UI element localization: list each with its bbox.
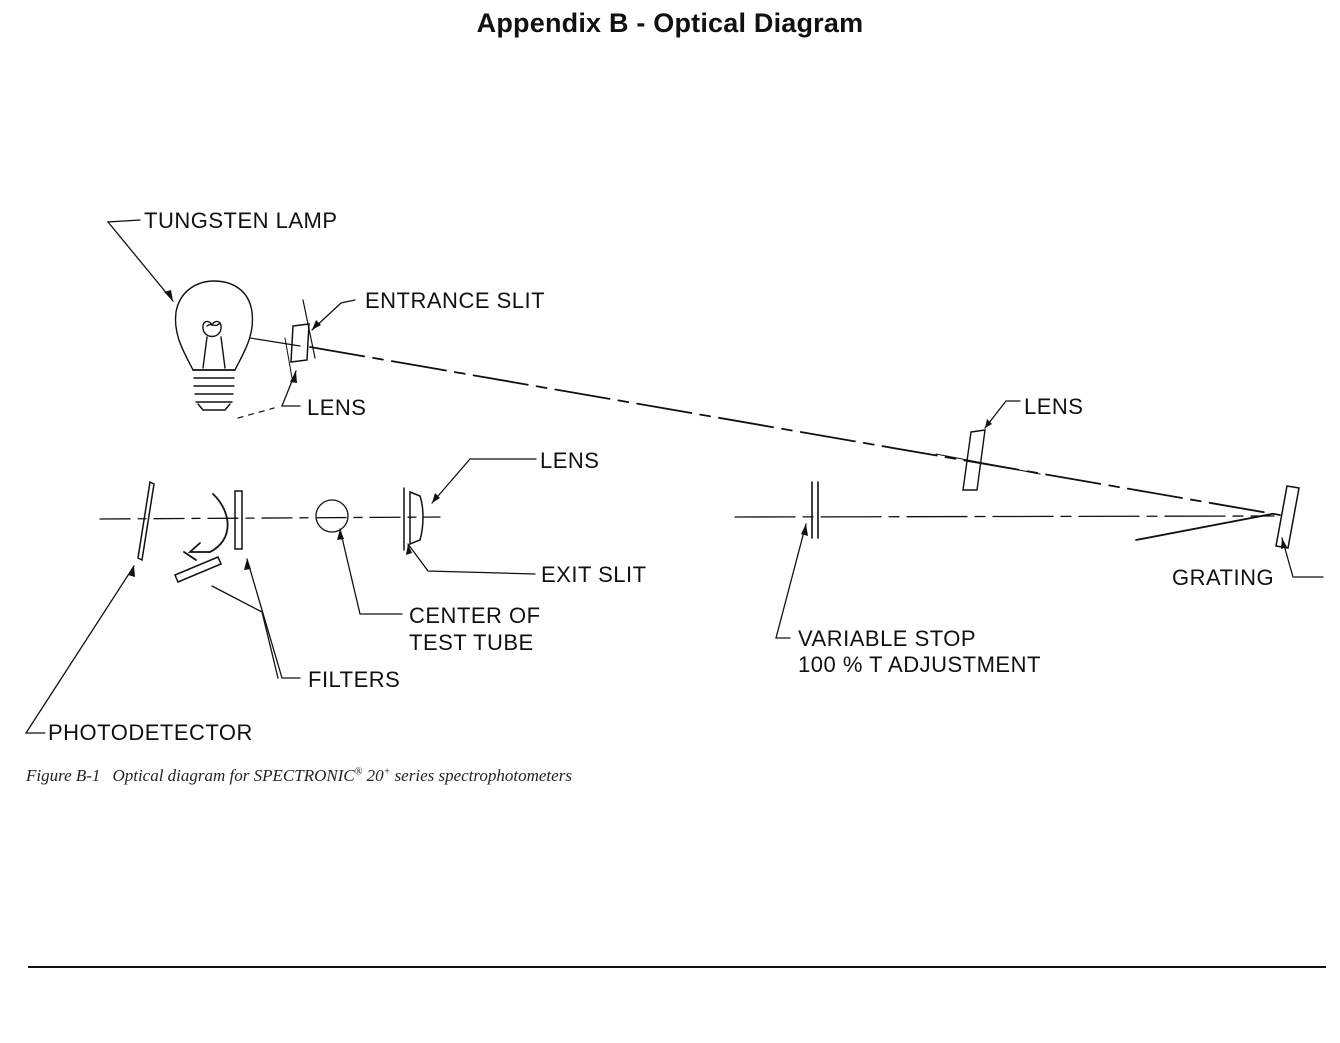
- label-adjustment: 100 % T ADJUSTMENT: [798, 652, 1041, 677]
- grating-icon: [1136, 486, 1299, 548]
- photodetector-icon: [138, 482, 154, 560]
- caption-text-after: series spectrophotometers: [390, 766, 572, 785]
- label-lens-right: LENS: [1024, 394, 1083, 419]
- beam-grating-to-detector: [100, 516, 1274, 519]
- label-variable-stop: VARIABLE STOP: [798, 626, 976, 651]
- leader-lines: [26, 220, 1323, 733]
- caption-text-before: Optical diagram for SPECTRONIC: [112, 766, 354, 785]
- arrowheads: [128, 290, 1287, 577]
- lens-right-icon: [936, 430, 1040, 490]
- label-filters: FILTERS: [308, 667, 400, 692]
- figure-caption: Figure B-1 Optical diagram for SPECTRONIC…: [26, 766, 572, 786]
- label-exit-slit: EXIT SLIT: [541, 562, 647, 587]
- label-test-tube: TEST TUBE: [409, 630, 534, 655]
- label-grating: GRATING: [1172, 565, 1274, 590]
- exit-slit-icon: [404, 488, 423, 550]
- caption-figure-number: Figure B-1: [26, 766, 100, 785]
- label-lens-exit: LENS: [540, 448, 599, 473]
- entrance-slit-icon: [238, 300, 315, 418]
- tungsten-lamp-icon: [175, 281, 252, 410]
- footer-rule: [28, 966, 1326, 968]
- variable-stop-icon: [812, 482, 818, 538]
- filters-icon: [175, 491, 242, 582]
- label-photodetector: PHOTODETECTOR: [48, 720, 253, 745]
- label-lens-lamp: LENS: [307, 395, 366, 420]
- label-tungsten-lamp: TUNGSTEN LAMP: [144, 208, 338, 233]
- caption-model: 20: [362, 766, 383, 785]
- test-tube-icon: [316, 500, 348, 532]
- label-entrance-slit: ENTRANCE SLIT: [365, 288, 545, 313]
- label-center-of: CENTER OF: [409, 603, 541, 628]
